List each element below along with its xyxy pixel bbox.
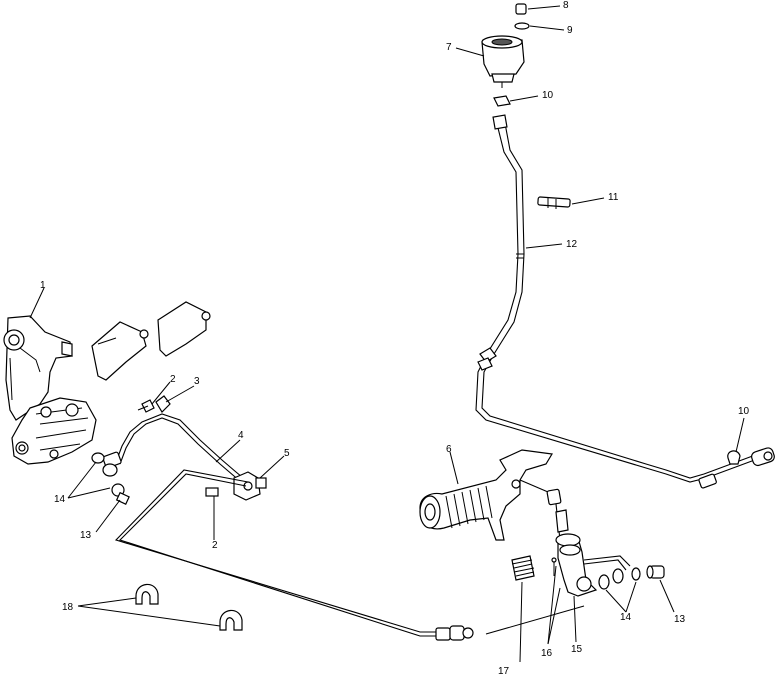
callout-17: 17: [498, 666, 510, 676]
callout-14-left: 14: [54, 494, 66, 505]
callout-18: 18: [62, 602, 74, 613]
pushrod: [519, 479, 569, 541]
part-1-caliper-bracket: [3, 315, 73, 421]
pin-16: [551, 557, 557, 576]
reservoir-cap-8: [515, 3, 527, 15]
washer-14-right: [598, 567, 641, 590]
callout-1: 1: [40, 280, 46, 291]
callout-9: 9: [567, 25, 573, 36]
callout-2-upper: 2: [170, 374, 176, 385]
reservoir-7: [481, 35, 525, 88]
callout-7: 7: [446, 42, 452, 53]
callout-13-left: 13: [80, 530, 92, 541]
clip-3: [155, 395, 171, 413]
brake-pad-left: [91, 321, 149, 381]
callout-11: 11: [608, 192, 619, 203]
brake-pad-right: [157, 301, 211, 357]
callout-3: 3: [194, 376, 200, 387]
long-brake-line: [114, 469, 474, 641]
fitting-10-upper: [493, 95, 511, 107]
callout-14-right: 14: [620, 612, 632, 623]
callout-4: 4: [238, 430, 244, 441]
callout-2-lower: 2: [212, 540, 218, 551]
callout-16: 16: [541, 648, 553, 659]
brake-line-4: [102, 413, 249, 487]
bolt-2-lower: [205, 487, 219, 510]
reservoir-hose-12: [475, 114, 761, 489]
callout-8: 8: [563, 0, 569, 11]
clamp-18-lower: [219, 609, 243, 631]
callout-13-right: 13: [674, 614, 686, 625]
junction-block-5: [233, 471, 267, 501]
hose-end-fitting: [751, 447, 775, 467]
master-cylinder-15: [555, 533, 631, 597]
fitting-13-left: [111, 483, 130, 505]
washer-9: [514, 22, 530, 30]
clamp-18-upper: [135, 583, 159, 605]
callout-6: 6: [446, 444, 452, 455]
caliper-body: [11, 397, 97, 465]
fitting-10-right: [727, 450, 741, 465]
lever-6: [419, 449, 553, 541]
callout-5: 5: [284, 448, 290, 459]
fitting-13-right: [646, 565, 665, 579]
callout-10-right: 10: [738, 406, 750, 417]
leader-lines: [29, 5, 745, 663]
spring-17: [511, 555, 535, 581]
bolt-2-upper: [137, 399, 155, 413]
callout-10-upper: 10: [542, 90, 554, 101]
fitting-11: [537, 196, 571, 209]
washer-14-left: [91, 452, 118, 477]
callout-12: 12: [566, 239, 578, 250]
callout-15: 15: [571, 644, 583, 655]
